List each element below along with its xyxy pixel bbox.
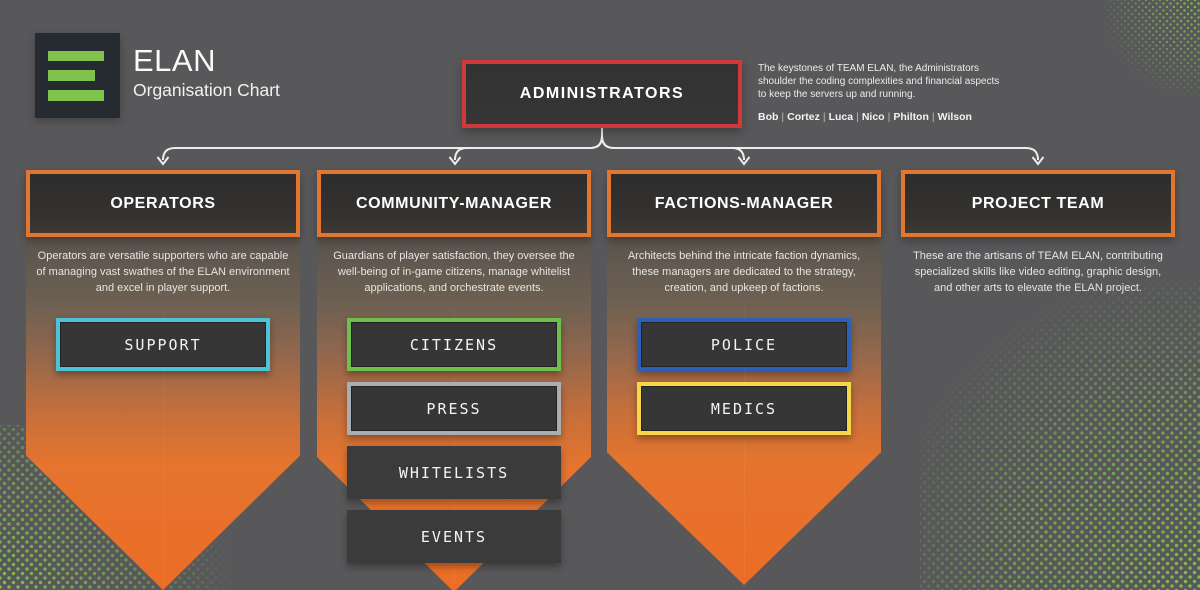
connector-project [601, 128, 1039, 161]
community-manager-label: COMMUNITY-MANAGER [356, 194, 552, 212]
member-name: Nico [861, 110, 885, 123]
column-community-manager: COMMUNITY-MANAGER Guardians of player sa… [317, 170, 591, 590]
sub-box-label: SUPPORT [124, 335, 202, 354]
halftone-pattern-bottom-right [920, 280, 1200, 590]
administrators-info: The keystones of TEAM ELAN, the Administ… [758, 62, 1002, 123]
pennant-seam [744, 306, 745, 577]
project-team-header-box: PROJECT TEAM [901, 170, 1175, 237]
project-team-description: These are the artisans of TEAM ELAN, con… [913, 250, 1163, 294]
operators-label: OPERATORS [110, 194, 216, 212]
connector-operators [162, 128, 603, 161]
member-name: Cortez [787, 110, 820, 123]
operators-header-box: OPERATORS [26, 170, 300, 237]
community-manager-description: Guardians of player satisfaction, they o… [333, 250, 575, 294]
member-separator: | [822, 110, 826, 123]
member-separator: | [781, 110, 785, 123]
sub-box-label: PRESS [426, 399, 482, 418]
member-separator: | [931, 110, 935, 123]
logo-bar [47, 89, 104, 101]
member-separator: | [856, 110, 859, 123]
arrowhead-icon [737, 156, 751, 166]
sub-box-label: CITIZENS [409, 335, 499, 354]
factions-manager-description: Architects behind the intricate faction … [627, 250, 861, 294]
member-name: Philton [893, 110, 929, 123]
member-name: Luca [828, 110, 854, 123]
operators-sub-boxes: SUPPORT [56, 318, 270, 382]
pennant-seam [163, 308, 164, 582]
elan-logo-icon [35, 33, 120, 118]
column-project-team: PROJECT TEAM These are the artisans of T… [901, 170, 1175, 297]
halftone-fade [1104, 0, 1200, 96]
arrowhead-icon [1031, 156, 1045, 166]
member-separator: | [887, 110, 891, 123]
community-manager-sub-boxes: CITIZENS PRESS WHITELISTS EVENTS [347, 318, 561, 574]
member-name: Wilson [937, 110, 972, 123]
sub-box-label: POLICE [710, 335, 778, 354]
page-title: Organisation Chart [133, 80, 280, 101]
halftone-fade [920, 280, 1200, 590]
logo-bar [47, 50, 104, 62]
project-team-label: PROJECT TEAM [971, 194, 1105, 212]
halftone-pattern-top-right [1104, 0, 1200, 96]
sub-box-events: EVENTS [347, 510, 561, 563]
sub-box-police: POLICE [637, 318, 851, 371]
brand-title: ELAN [133, 43, 216, 78]
column-factions-manager: FACTIONS-MANAGER Architects behind the i… [607, 170, 881, 585]
member-name: Bob [758, 110, 779, 123]
sub-box-citizens: CITIZENS [347, 318, 561, 371]
factions-manager-label: FACTIONS-MANAGER [654, 194, 834, 212]
sub-box-medics: MEDICS [637, 382, 851, 435]
arrowhead-icon [156, 156, 170, 166]
column-operators: OPERATORS Operators are versatile suppor… [26, 170, 300, 590]
logo-bar [47, 70, 95, 82]
administrators-label: ADMINISTRATORS [519, 85, 685, 102]
sub-box-whitelists: WHITELISTS [347, 446, 561, 499]
administrators-box: ADMINISTRATORS [462, 60, 742, 128]
factions-manager-sub-boxes: POLICE MEDICS [637, 318, 851, 446]
sub-box-label: EVENTS [420, 527, 488, 546]
operators-description: Operators are versatile supporters who a… [36, 250, 290, 294]
connector-factions [601, 128, 745, 161]
sub-box-label: MEDICS [710, 399, 778, 418]
arrowhead-icon [448, 156, 462, 166]
sub-box-support: SUPPORT [56, 318, 270, 371]
sub-box-press: PRESS [347, 382, 561, 435]
factions-manager-header-box: FACTIONS-MANAGER [607, 170, 881, 237]
sub-box-label: WHITELISTS [398, 463, 510, 482]
administrators-description: The keystones of TEAM ELAN, the Administ… [758, 63, 1000, 101]
connector-community [454, 128, 603, 161]
administrators-members: Bob|Cortez|Luca|Nico|Philton|Wilson [758, 111, 1002, 123]
brand-text: ELAN Organisation Chart [133, 43, 280, 101]
community-manager-header-box: COMMUNITY-MANAGER [317, 170, 591, 237]
